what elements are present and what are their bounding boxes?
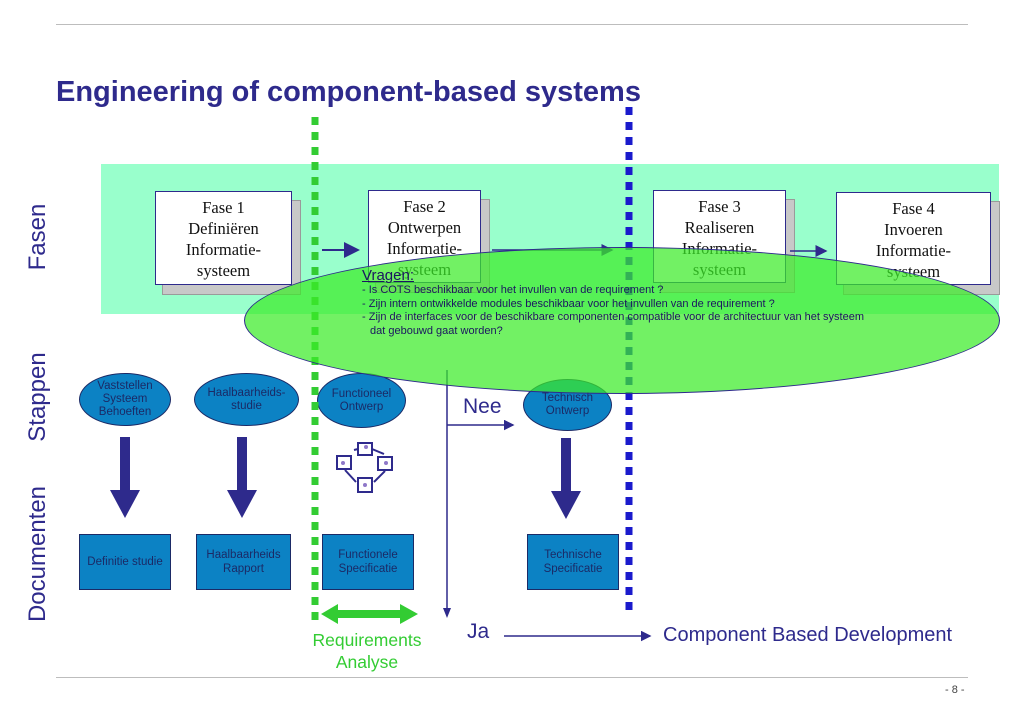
- step-3-line1: Functioneel: [331, 387, 392, 400]
- question-2: - Zijn intern ontwikkelde modules beschi…: [362, 297, 775, 310]
- step-2-line2: studie: [231, 399, 262, 412]
- down-arrow-1: [110, 437, 140, 518]
- doc-4-line2: Specificatie: [543, 563, 603, 575]
- step-3-line2: Ontwerp: [339, 400, 384, 413]
- phase-1-line4: systeem: [196, 261, 251, 280]
- step-4-line2: Ontwerp: [545, 405, 590, 417]
- doc-4-line1: Technische: [544, 549, 602, 561]
- step-haalbaarheidsstudie: Haalbaarheids-studie: [194, 373, 299, 426]
- doc-definitie-studie: Definitie studie: [79, 534, 171, 590]
- question-3: - Zijn de interfaces voor de beschikbare…: [362, 311, 864, 323]
- phase-2-line3: Informatie-: [386, 239, 463, 258]
- nee-label: Nee: [463, 395, 502, 418]
- phase-4-box: Fase 4 Invoeren Informatie- systeem: [836, 192, 991, 285]
- step-1-line3: Behoeften: [98, 406, 152, 418]
- step-1-line2: Systeem: [102, 393, 148, 405]
- doc-2-line1: Haalbaarheids: [206, 549, 281, 561]
- phase-3-line1: Fase 3: [698, 197, 741, 216]
- decision-vertical-arrowhead: [443, 608, 451, 618]
- question-4: dat gebouwd gaat worden?: [370, 324, 503, 337]
- doc-3-line2: Specificatie: [338, 563, 398, 575]
- doc-2-line2: Rapport: [223, 563, 264, 575]
- questions-ellipse: [244, 247, 1000, 394]
- step-4-line1: Technisch: [541, 392, 594, 404]
- phase-3-line2: Realiseren: [684, 218, 755, 237]
- step-2-line1: Haalbaarheids-: [207, 386, 286, 399]
- questions-box: Vragen: - Is COTS beschikbaar voor het i…: [362, 268, 864, 338]
- requirements-line1: Requirements: [312, 630, 422, 650]
- requirements-double-arrow: [321, 604, 418, 624]
- phase-1-line3: Informatie-: [185, 240, 262, 259]
- down-arrow-4: [551, 438, 581, 519]
- doc-1-line1: Definitie studie: [87, 556, 163, 568]
- doc-3-line1: Functionele: [338, 549, 398, 561]
- page-title: Engineering of component-based systems: [56, 76, 641, 108]
- ja-label: Ja: [467, 620, 490, 643]
- step-1-line1: Vaststellen: [97, 380, 153, 392]
- phase-1-line1: Fase 1: [202, 198, 245, 217]
- phase-4-line1: Fase 4: [892, 199, 935, 218]
- down-arrow-2: [227, 437, 257, 518]
- phase-2-line2: Ontwerpen: [387, 218, 462, 237]
- page-number: - 8 -: [945, 684, 965, 696]
- phase-2-line1: Fase 2: [403, 197, 446, 216]
- phase-4-line3: Informatie-: [875, 241, 952, 260]
- top-rule: [56, 24, 968, 25]
- phase-1-line2: Definiëren: [188, 219, 259, 238]
- phase-1-box: Fase 1 Definiëren Informatie- systeem: [155, 191, 292, 285]
- component-based-development-label: Component Based Development: [663, 624, 953, 646]
- requirements-analyse-label: Requirements Analyse: [297, 629, 437, 673]
- bottom-rule: [56, 677, 968, 678]
- questions-title: Vragen:: [362, 267, 414, 284]
- requirements-line2: Analyse: [335, 652, 399, 672]
- phase-4-line2: Invoeren: [884, 220, 943, 239]
- question-1: - Is COTS beschikbaar voor het invullen …: [362, 284, 664, 296]
